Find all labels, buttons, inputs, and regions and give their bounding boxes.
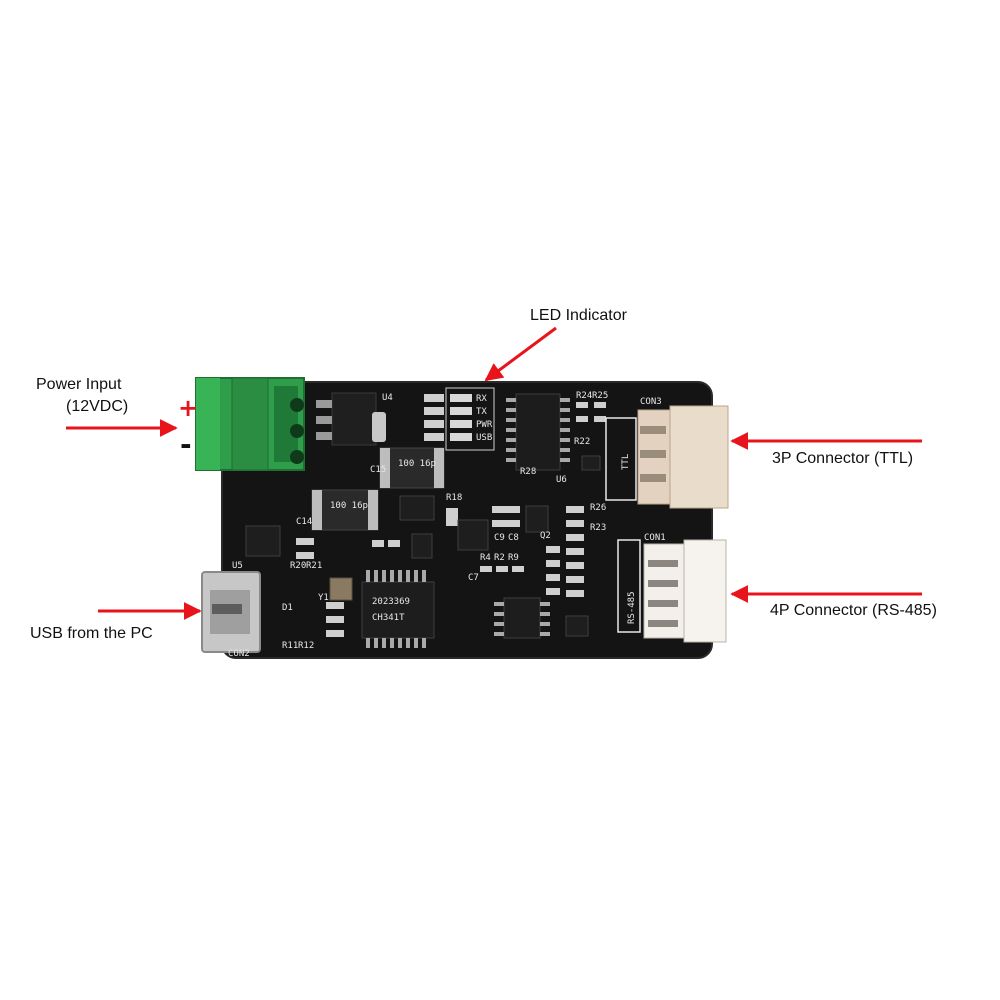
label-led-indicator: LED Indicator	[530, 307, 627, 324]
silk-r12: R12	[298, 641, 314, 651]
silk-r9: R9	[508, 553, 519, 563]
usb-micro-connector: CON2	[201, 571, 261, 659]
chip-main-code: 2023369	[372, 597, 410, 607]
silk-r4: R4	[480, 553, 491, 563]
label-rs485: 4P Connector (RS-485)	[770, 602, 937, 619]
power-terminal-block	[195, 377, 305, 471]
silk-r26: R26	[590, 503, 606, 513]
silk-r28: R28	[520, 467, 536, 477]
small-ic-u5	[245, 525, 281, 557]
led-label-rx: RX	[476, 394, 487, 404]
con3-label: CON3	[640, 397, 662, 407]
silk-c8: C8	[508, 533, 519, 543]
minus-sign: -	[180, 428, 192, 461]
ttl-silk-box: TTL	[605, 417, 637, 501]
resistor-array	[296, 402, 606, 637]
con2-label: CON2	[228, 649, 250, 659]
usb-bridge-chip: 2023369 CH341T	[361, 570, 435, 648]
led-indicator-block: RX TX PWR USB	[424, 387, 495, 451]
cap-mark-2: 100 16p	[330, 501, 368, 511]
silk-u4: U4	[382, 393, 393, 403]
voltage-regulator	[316, 392, 386, 446]
silk-y1: Y1	[318, 593, 329, 603]
led-label-usb: USB	[476, 433, 492, 443]
ttl-driver-ic	[506, 393, 570, 471]
rs485-silk-label: RS-485	[627, 591, 637, 624]
silk-u6: U6	[556, 475, 567, 485]
silk-d1: D1	[282, 603, 293, 613]
silk-r25: R25	[592, 391, 608, 401]
plus-sign: +	[178, 394, 199, 422]
silk-r11: R11	[282, 641, 298, 651]
label-usb: USB from the PC	[30, 625, 153, 642]
chip-main-name: CH341T	[372, 613, 405, 623]
led-label-tx: TX	[476, 407, 487, 417]
silk-r22: R22	[574, 437, 590, 447]
silk-r21: R21	[306, 561, 322, 571]
silk-r18: R18	[446, 493, 462, 503]
silk-c15: C15	[370, 465, 386, 475]
silk-c7: C7	[468, 573, 479, 583]
arrows	[66, 326, 922, 620]
con3-ttl-connector: CON3	[637, 397, 729, 509]
silkscreen-labels: R24 R25 R22 R28 R18 R23 R26 R4 R2 R9 R20…	[232, 391, 608, 651]
con1-rs485-connector: CON1	[643, 533, 727, 643]
capacitor-c15: 100 16p	[379, 447, 445, 489]
con1-label: CON1	[644, 533, 666, 543]
label-power-input: Power Input	[36, 376, 122, 393]
rs485-transceiver-ic	[494, 597, 550, 639]
label-power-voltage: (12VDC)	[66, 398, 129, 415]
silk-r2: R2	[494, 553, 505, 563]
silk-r23: R23	[590, 523, 606, 533]
cap-mark-1: 100 16p	[398, 459, 436, 469]
small-ic-q2	[399, 455, 601, 637]
capacitor-c14: 100 16p	[311, 489, 379, 531]
silk-r24: R24	[576, 391, 592, 401]
silk-c14: C14	[296, 517, 312, 527]
arrow-led-indicator	[484, 326, 557, 382]
label-ttl: 3P Connector (TTL)	[772, 450, 914, 467]
silk-c9: C9	[494, 533, 505, 543]
silk-q2: Q2	[540, 531, 551, 541]
rs485-silk-box: RS-485	[617, 539, 641, 633]
ttl-silk-label: TTL	[621, 454, 631, 470]
led-label-pwr: PWR	[476, 420, 493, 430]
silk-r20: R20	[290, 561, 306, 571]
silk-u5: U5	[232, 561, 243, 571]
crystal-y1	[329, 577, 353, 601]
